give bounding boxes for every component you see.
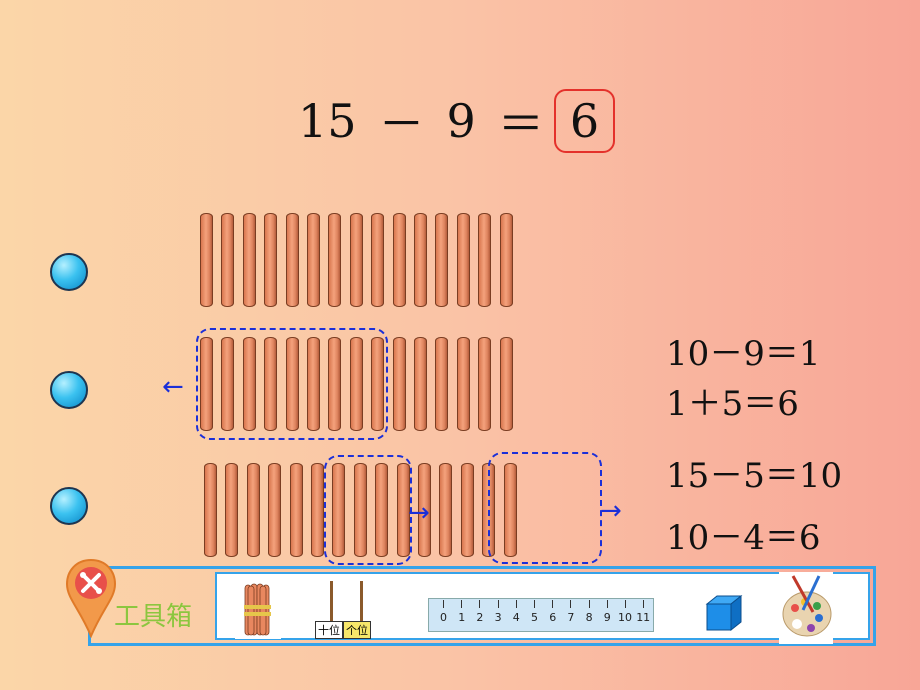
counting-stick[interactable] [439, 463, 453, 557]
equation: 15 － 9 ＝ 6 [298, 88, 616, 154]
counting-stick[interactable] [499, 213, 513, 307]
counting-stick[interactable] [392, 337, 406, 431]
bullet-button-1[interactable] [50, 253, 88, 291]
ruler-number: 5 [531, 611, 538, 624]
ruler-number: 8 [585, 611, 593, 624]
abacus-tens-label: 十位 [315, 621, 343, 639]
counting-stick[interactable] [264, 213, 278, 307]
ruler-tick [461, 600, 463, 608]
group-ten-box [196, 328, 388, 440]
bullet-button-3[interactable] [50, 487, 88, 525]
counting-stick[interactable] [414, 213, 427, 307]
sticks-bundle-icon[interactable] [235, 581, 281, 639]
counting-stick[interactable] [204, 463, 217, 557]
method-1-line-2: 1＋5＝6 [666, 384, 799, 424]
ruler-number: 4 [512, 611, 520, 624]
counting-stick[interactable] [242, 213, 256, 307]
ruler-tick [625, 600, 626, 608]
ruler-number: 3 [494, 611, 502, 624]
ruler-tick [479, 600, 481, 608]
counting-stick[interactable] [225, 463, 239, 557]
counting-stick[interactable] [311, 463, 324, 557]
ruler-tick [588, 600, 590, 608]
counting-stick[interactable] [418, 463, 431, 557]
ruler-tick [552, 600, 554, 608]
palette-icon[interactable] [779, 572, 833, 644]
counting-stick[interactable] [242, 337, 256, 431]
ruler-tick [534, 600, 535, 608]
abacus-place-labels: 十位 个位 [315, 621, 371, 639]
equation-answer-box[interactable]: 6 [553, 89, 616, 153]
equation-minus: － [378, 97, 425, 151]
method-1-line-1: 10－9＝1 [666, 334, 821, 374]
ruler-number: 0 [440, 611, 447, 624]
counting-stick[interactable] [221, 213, 235, 307]
counting-stick[interactable] [200, 213, 213, 307]
counting-stick[interactable] [307, 337, 320, 431]
ruler-tick [443, 600, 444, 608]
ruler-tick [515, 600, 517, 608]
counting-stick[interactable] [392, 213, 406, 307]
method-2-line-2: 10－4＝6 [666, 518, 821, 558]
counting-stick[interactable] [328, 213, 342, 307]
ruler-number: 9 [603, 611, 611, 624]
counting-stick[interactable] [353, 463, 367, 557]
counting-stick[interactable] [246, 463, 260, 557]
counting-stick[interactable] [221, 337, 235, 431]
ruler-number: 2 [476, 611, 484, 624]
group-four-box [324, 455, 412, 565]
method-2-line-1: 15－5＝10 [666, 456, 843, 496]
counting-stick[interactable] [456, 337, 470, 431]
cube-icon[interactable] [703, 594, 743, 634]
bullet-button-2[interactable] [50, 371, 88, 409]
counting-stick[interactable] [499, 337, 513, 431]
counting-stick[interactable] [503, 463, 517, 557]
counting-stick[interactable] [478, 337, 492, 431]
ruler-tick [643, 600, 645, 608]
counting-stick[interactable] [349, 337, 363, 431]
right-arrow-icon: → [408, 498, 430, 528]
counting-stick[interactable] [285, 337, 299, 431]
equation-operand-a: 15 [298, 94, 357, 148]
equation-operand-b: 9 [446, 94, 476, 148]
counting-stick[interactable] [414, 337, 427, 431]
abacus-ones-label: 个位 [343, 621, 371, 639]
counting-stick[interactable] [371, 213, 385, 307]
ruler-number: 10 [618, 611, 632, 624]
toolbox-label: 工具箱 [114, 602, 193, 632]
ruler-number: 11 [636, 611, 651, 624]
counting-stick[interactable] [375, 463, 389, 557]
ruler-tick [570, 600, 572, 608]
counting-stick[interactable] [332, 463, 346, 557]
ruler-number: 6 [549, 611, 557, 624]
ruler-tick [606, 600, 608, 608]
ruler-number: 7 [567, 611, 575, 624]
counting-stick[interactable] [285, 213, 299, 307]
counting-stick[interactable] [435, 337, 449, 431]
equation-equals: ＝ [497, 97, 544, 151]
ruler-tick [497, 600, 499, 608]
counting-stick[interactable] [307, 213, 320, 307]
abacus-icon[interactable] [314, 581, 382, 621]
group-five-box [488, 452, 602, 564]
counting-stick[interactable] [328, 337, 342, 431]
counting-stick[interactable] [456, 213, 470, 307]
counting-stick[interactable] [435, 213, 449, 307]
counting-stick[interactable] [478, 213, 492, 307]
left-arrow-icon: ← [162, 372, 184, 402]
toolbox-pin-icon[interactable] [64, 558, 118, 638]
counting-stick[interactable] [268, 463, 282, 557]
right-arrow-icon: → [600, 496, 622, 526]
ruler-number: 1 [458, 611, 466, 624]
counting-stick[interactable] [349, 213, 363, 307]
counting-stick[interactable] [460, 463, 474, 557]
counting-stick[interactable] [289, 463, 303, 557]
counting-stick[interactable] [264, 337, 278, 431]
